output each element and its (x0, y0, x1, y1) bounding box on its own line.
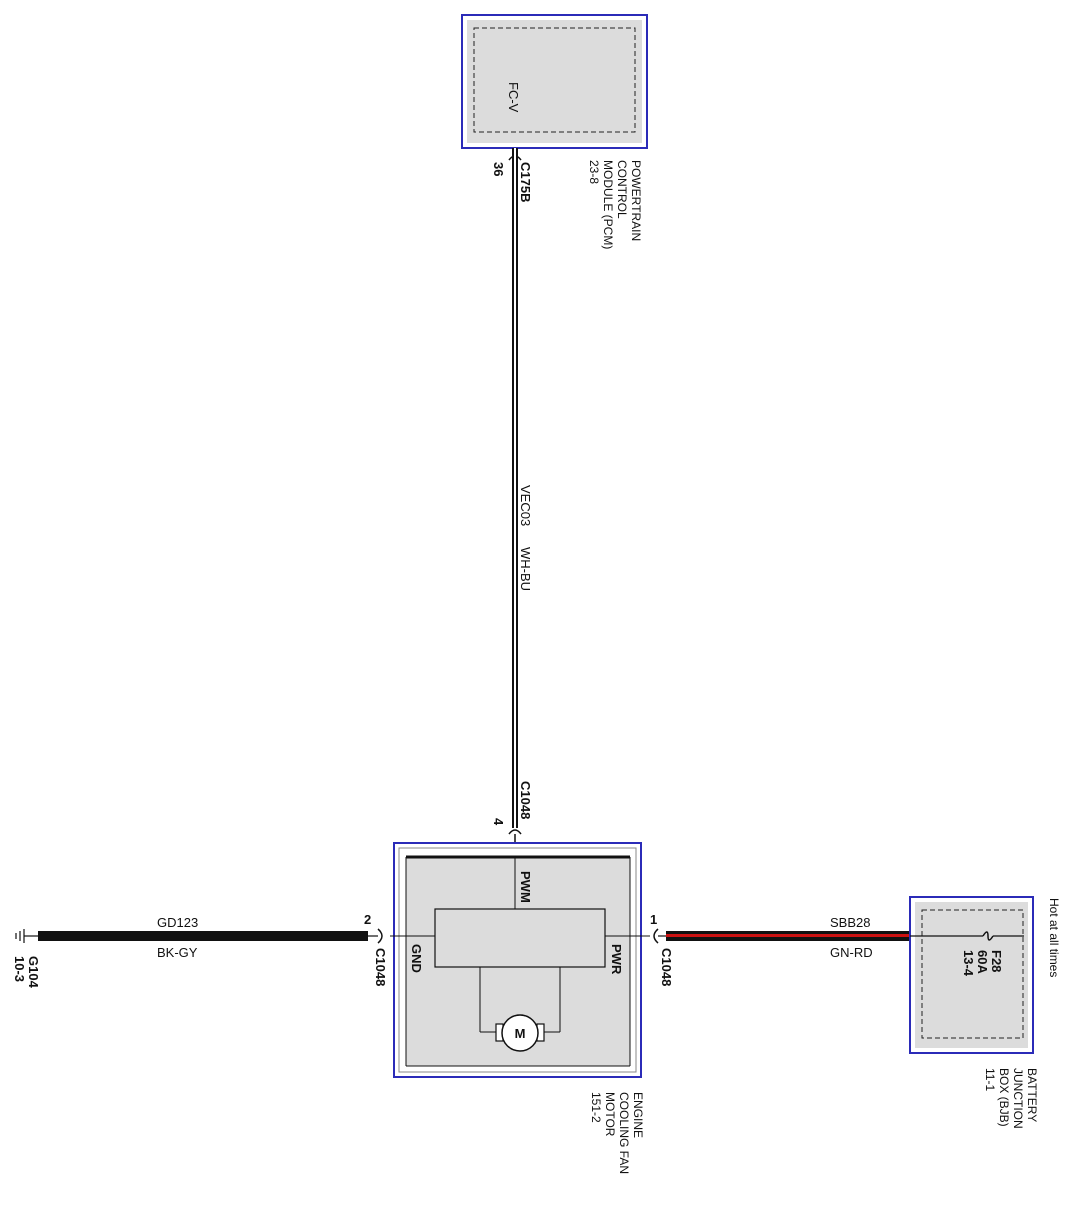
wire-sbb28-circuit: SBB28 (830, 915, 870, 930)
fan-pwr-pin: 1 (650, 912, 657, 927)
wire-sbb28 (666, 931, 910, 941)
motor-label: M (515, 1026, 526, 1041)
ground-id: G104 (26, 956, 41, 989)
pcm-name: POWERTRAIN CONTROL MODULE (PCM) 23-8 (587, 160, 643, 249)
svg-text:COOLING FAN: COOLING FAN (617, 1092, 631, 1174)
pcm-pin-number: 36 (491, 162, 506, 176)
wire-gd123 (38, 931, 368, 941)
bjb-name: BATTERY JUNCTION BOX (BJB) 11-1 (983, 1068, 1039, 1129)
svg-text:13-4: 13-4 (961, 950, 976, 977)
fan-gnd-connector-label: C1048 (373, 948, 388, 986)
fan-pwr-label: PWR (609, 944, 624, 975)
fan-pwm-connector-label: C1048 (518, 781, 533, 819)
wire-gd123-color: BK-GY (157, 945, 198, 960)
bjb-module (909, 896, 1034, 1054)
svg-text:MOTOR: MOTOR (603, 1092, 617, 1137)
svg-text:ENGINE: ENGINE (631, 1092, 645, 1138)
pcm-pin-function: FC-V (506, 82, 521, 113)
bjb-fuse-label: F28 60A 13-4 (961, 950, 1004, 977)
fan-pwm-connector-symbol (508, 829, 522, 835)
svg-text:JUNCTION: JUNCTION (1011, 1068, 1025, 1129)
svg-text:151-2: 151-2 (589, 1092, 603, 1123)
svg-text:23-8: 23-8 (587, 160, 601, 184)
fan-pwr-connector-label: C1048 (659, 948, 674, 986)
fan-gnd-connector-symbol (377, 928, 383, 944)
fan-pwm-pin: 4 (491, 818, 506, 826)
hot-at-all-times: Hot at all times (1047, 898, 1061, 977)
fan-pwr-connector-symbol (653, 928, 659, 944)
wire-sbb28-color: GN-RD (830, 945, 873, 960)
svg-text:POWERTRAIN: POWERTRAIN (629, 160, 643, 241)
ground-symbol (15, 929, 38, 943)
wire-vec03-circuit: VEC03 (518, 485, 533, 526)
fan-name: ENGINE COOLING FAN MOTOR 151-2 (589, 1092, 645, 1174)
fan-pwm-label: PWM (518, 871, 533, 903)
fan-gnd-pin: 2 (364, 912, 371, 927)
svg-text:CONTROL: CONTROL (615, 160, 629, 219)
wire-vec03 (512, 148, 518, 828)
svg-text:BOX (BJB): BOX (BJB) (997, 1068, 1011, 1127)
wire-vec03-color: WH-BU (518, 547, 533, 591)
ground-ref: 10-3 (12, 956, 27, 982)
svg-text:11-1: 11-1 (983, 1068, 997, 1091)
wire-gd123-circuit: GD123 (157, 915, 198, 930)
fan-gnd-label: GND (409, 944, 424, 973)
svg-text:BATTERY: BATTERY (1025, 1068, 1039, 1122)
svg-text:MODULE (PCM): MODULE (PCM) (601, 160, 615, 249)
svg-text:F28: F28 (989, 950, 1004, 972)
motor-symbol (501, 1014, 539, 1052)
pcm-connector-label: C175B (518, 162, 533, 202)
pcm-module: FC-V (461, 14, 648, 149)
svg-text:60A: 60A (975, 950, 990, 974)
fuse-icon (982, 931, 994, 941)
fan-module (390, 842, 650, 1078)
